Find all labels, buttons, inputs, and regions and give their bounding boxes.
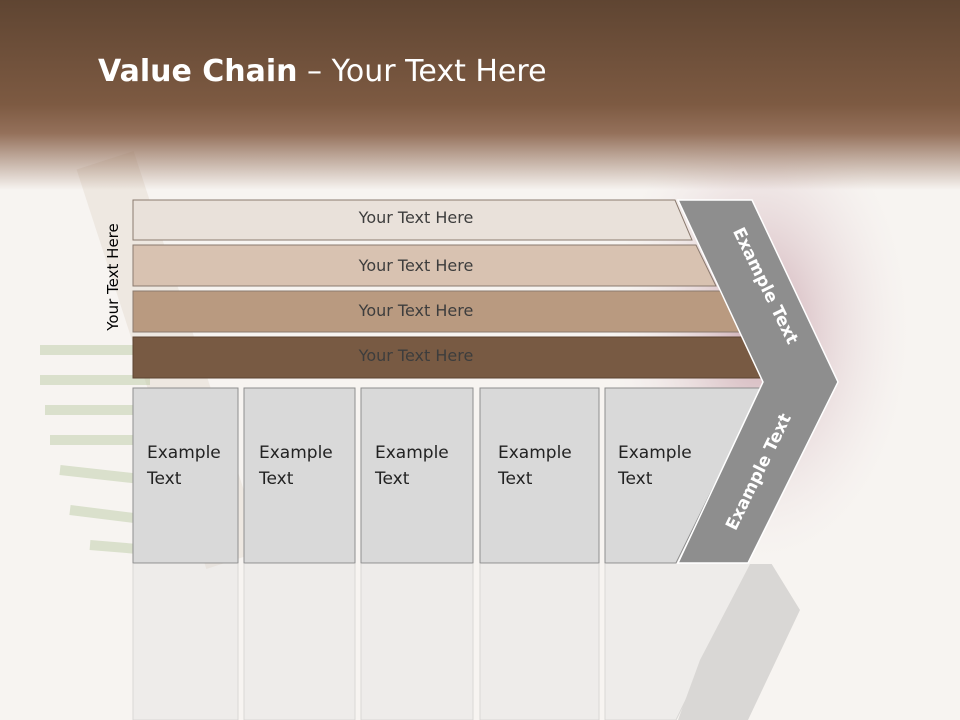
header-band <box>0 0 960 190</box>
reflection-column-4 <box>479 564 600 720</box>
column-2-label: Example Text <box>259 440 333 492</box>
reflection <box>0 564 960 720</box>
column-2 <box>243 387 356 564</box>
bar-2 <box>132 244 717 287</box>
column-1-line1: Example <box>147 443 221 463</box>
reflection-column-3 <box>360 564 474 720</box>
reflection-column-2 <box>243 564 356 720</box>
title-rest: – Your Text Here <box>297 54 547 89</box>
reflection-chevron <box>678 564 800 720</box>
column-1 <box>132 387 239 564</box>
column-5-line2: Text <box>618 469 653 489</box>
reflection-shapes <box>132 564 800 720</box>
column-3 <box>360 387 474 564</box>
bar-4-label: Your Text Here <box>358 346 474 365</box>
column-3-label: Example Text <box>375 440 449 492</box>
column-2-line1: Example <box>259 443 333 463</box>
bar-1 <box>132 199 693 241</box>
column-1-line2: Text <box>147 469 182 489</box>
column-5-line1: Example <box>618 443 692 463</box>
column-4 <box>479 387 600 564</box>
bar-2-label: Your Text Here <box>358 256 474 275</box>
column-4-label: Example Text <box>498 440 572 492</box>
title-bold: Value Chain <box>98 54 298 89</box>
reflection-inner <box>0 564 960 720</box>
reflection-column-5 <box>604 564 754 720</box>
column-3-line1: Example <box>375 443 449 463</box>
reflection-column-1 <box>132 564 239 720</box>
column-2-line2: Text <box>259 469 294 489</box>
column-5-label: Example Text <box>618 440 692 492</box>
bar-3-label: Your Text Here <box>358 301 474 320</box>
column-4-line1: Example <box>498 443 572 463</box>
bar-1-label: Your Text Here <box>358 208 474 227</box>
column-3-line2: Text <box>375 469 410 489</box>
column-4-line2: Text <box>498 469 533 489</box>
chevron-arrow <box>676 199 839 564</box>
slide-title: Value Chain – Your Text Here <box>98 54 547 89</box>
column-1-label: Example Text <box>147 440 221 492</box>
column-5 <box>604 387 763 564</box>
